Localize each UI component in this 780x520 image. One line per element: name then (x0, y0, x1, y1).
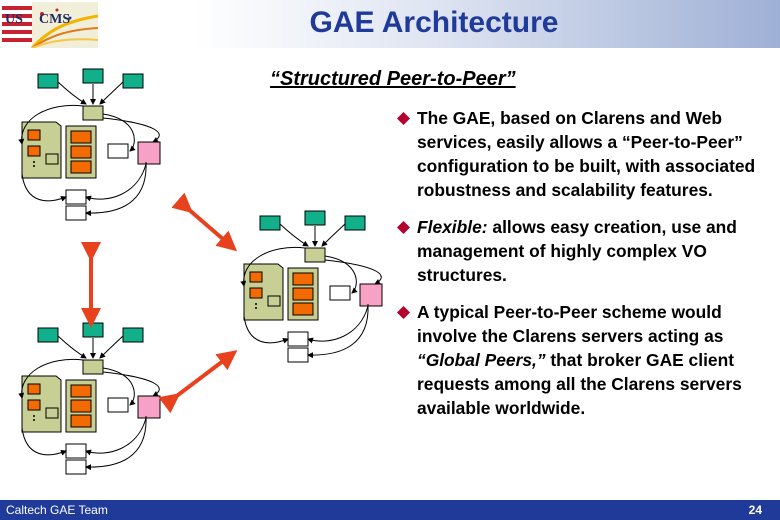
svg-text:CMS: CMS (39, 12, 70, 27)
diamond-bullet-icon (397, 112, 410, 125)
page-number: 24 (748, 503, 762, 517)
us-cms-logo: US CMS (2, 2, 98, 48)
svg-text:US: US (5, 12, 23, 27)
diamond-bullet-icon (397, 306, 410, 319)
peer-link-arrow-lower (158, 350, 238, 414)
peer-cluster-top-left (22, 69, 160, 220)
bullet-item: The GAE, based on Clarens and Web servic… (397, 106, 769, 202)
footer-team: Caltech GAE Team (6, 503, 108, 517)
bullet-text: The GAE, based on Clarens and Web servic… (417, 108, 756, 200)
bullet-item: A typical Peer-to-Peer scheme would invo… (397, 300, 769, 420)
bullet-list: The GAE, based on Clarens and Web servic… (397, 106, 769, 433)
peer-cluster-center (244, 211, 382, 362)
slide-subtitle: “Structured Peer-to-Peer” (270, 68, 516, 90)
slide-title: GAE Architecture (309, 6, 559, 39)
peer-link-arrow-upper (171, 192, 238, 252)
bullet-text: allows easy creation, use and management… (417, 217, 737, 285)
bullet-lead-italic: Flexible: (417, 217, 488, 237)
peer-to-peer-diagram (0, 48, 395, 500)
diamond-bullet-icon (397, 221, 410, 234)
bullet-item: Flexible: allows easy creation, use and … (397, 215, 769, 287)
footer-bar: Caltech GAE Team 24 (0, 500, 780, 520)
bullet-italic-phrase: “Global Peers,” (417, 350, 546, 370)
bullet-text: that broker GAE client requests among al… (417, 350, 742, 418)
bullet-text: A typical Peer-to-Peer scheme would invo… (417, 302, 724, 346)
peer-cluster-bottom-left (22, 323, 160, 474)
title-band (0, 0, 780, 48)
